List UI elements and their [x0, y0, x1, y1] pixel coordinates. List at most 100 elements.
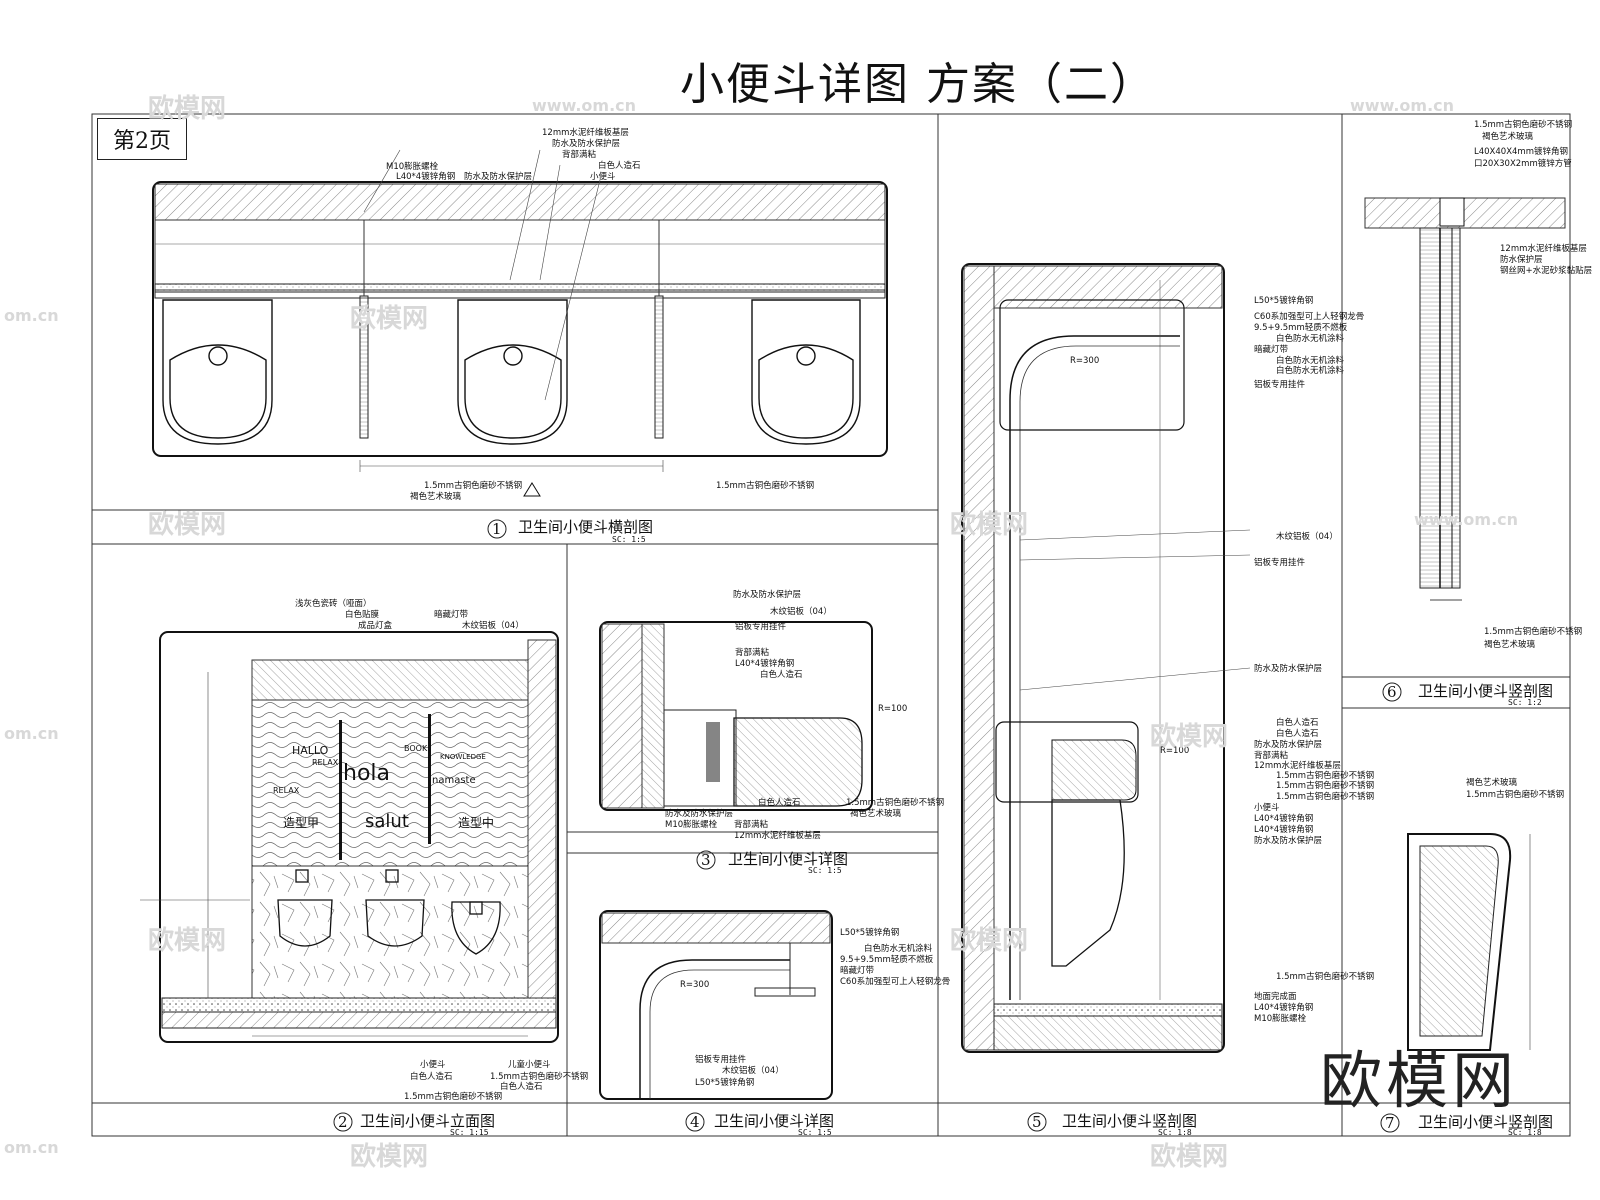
- p6-annotation: 防水保护层: [1500, 255, 1543, 265]
- p6-annotation: 12mm水泥纤维板基层: [1500, 244, 1587, 254]
- page-title: 小便斗详图 方案（二）: [680, 59, 1156, 110]
- p1-annotation: 背部满粘: [562, 150, 597, 160]
- watermark-logo: 欧模网: [148, 926, 227, 956]
- p5-annotation: 地面完成面: [1254, 992, 1297, 1002]
- p4-annotation: 暗藏灯带: [840, 966, 875, 976]
- p5-annotation: 白色人造石: [1276, 718, 1319, 728]
- watermark-logo: 欧模网: [1150, 1142, 1229, 1172]
- panel5-scale: SC: 1:8: [1158, 1128, 1192, 1137]
- p5-annotation: R=300: [1070, 356, 1100, 366]
- panel2-caption: 卫生间小便斗立面图: [360, 1112, 496, 1130]
- panel4-scale: SC: 1:5: [798, 1128, 832, 1137]
- p3-annotation: 1.5mm古铜色磨砂不锈钢: [846, 798, 945, 808]
- panel6-scale: SC: 1:2: [1508, 698, 1542, 707]
- p3-annotation: 木纹铝板（04）: [770, 607, 832, 617]
- panel7-drawing: [1407, 833, 1531, 1051]
- p4-annotation: L50*5镀锌角钢: [695, 1078, 755, 1088]
- p3-annotation: 12mm水泥纤维板基层: [734, 831, 821, 841]
- brand-logo: 欧模网: [1320, 1044, 1519, 1117]
- p6-annotation: 1.5mm古铜色磨砂不锈钢: [1474, 120, 1573, 130]
- panel5-drawing: [961, 263, 1251, 1053]
- p1-annotation: 防水及防水保护层: [552, 139, 621, 149]
- p3-annotation: 背部满粘: [734, 820, 769, 830]
- watermark-logo: 欧模网: [950, 510, 1029, 540]
- p5-annotation: 木纹铝板（04）: [1276, 532, 1338, 542]
- watermark-url: om.cn: [4, 1138, 59, 1157]
- watermark-logo: 欧模网: [350, 304, 429, 334]
- p3-annotation: R=100: [878, 704, 908, 714]
- p2-wall-text: 造型中: [458, 816, 495, 830]
- panel6-caption: 卫生间小便斗竖剖图: [1418, 682, 1554, 700]
- p2-wall-text: hola: [343, 761, 390, 786]
- p6-annotation: 褐色艺术玻璃: [1482, 132, 1534, 142]
- p4-annotation: C60系加强型可上人轻钢龙骨: [840, 977, 951, 987]
- p5-annotation: 9.5+9.5mm轻质不燃板: [1254, 323, 1348, 333]
- panel2-scale: SC: 1:15: [450, 1128, 489, 1137]
- watermark-logo: 欧模网: [350, 1142, 429, 1172]
- p2-wall-text: RELAX: [273, 786, 300, 795]
- p2-wall-text: namaste: [432, 775, 476, 786]
- p1-annotation: 小便斗: [590, 172, 616, 182]
- p3-annotation: 防水及防水保护层: [733, 590, 802, 600]
- panel7-number: 7: [1385, 1114, 1395, 1132]
- p3-annotation: 白色人造石: [758, 798, 801, 808]
- p2-annotation: 1.5mm古铜色磨砂不锈钢: [404, 1092, 503, 1102]
- p5-annotation: 白色防水无机涂料: [1276, 356, 1345, 366]
- p5-annotation: 背部满粘: [1254, 751, 1289, 761]
- panel3-drawing: [599, 621, 873, 811]
- p6-annotation: 褐色艺术玻璃: [1484, 640, 1536, 650]
- p2-annotation: 小便斗: [420, 1060, 446, 1070]
- p6-annotation: L40X40X4mm镀锌角钢: [1474, 147, 1568, 157]
- p1-annotation: 12mm水泥纤维板基层: [542, 128, 629, 138]
- p1-annotation: 1.5mm古铜色磨砂不锈钢: [424, 481, 523, 491]
- p5-annotation: L40*4镀锌角钢: [1254, 1003, 1314, 1013]
- p1-annotation: L40*4镀锌角钢: [396, 172, 456, 182]
- p2-wall-text: HALLO: [292, 744, 329, 757]
- p7-annotation: 1.5mm古铜色磨砂不锈钢: [1466, 790, 1565, 800]
- watermark-logo: 欧模网: [1150, 722, 1229, 752]
- p2-annotation: 成品灯盒: [358, 621, 393, 631]
- panel4-caption: 卫生间小便斗详图: [714, 1112, 835, 1130]
- panel4-number: 4: [690, 1113, 700, 1131]
- p5-annotation: R=100: [1160, 746, 1190, 756]
- panel2-drawing: [140, 631, 559, 1043]
- p2-annotation: 白色人造石: [410, 1072, 453, 1082]
- panel1-scale: SC: 1:5: [612, 535, 646, 544]
- p2-annotation: 1.5mm古铜色磨砂不锈钢: [490, 1072, 589, 1082]
- p2-wall-text: 造型甲: [283, 816, 320, 830]
- p2-annotation: 白色人造石: [500, 1082, 543, 1092]
- p5-annotation: L40*4镀锌角钢: [1254, 814, 1314, 824]
- p3-annotation: 褐色艺术玻璃: [850, 809, 902, 819]
- panel2-number: 2: [338, 1113, 348, 1131]
- panel5-number: 5: [1032, 1113, 1042, 1131]
- panel7-caption: 卫生间小便斗竖剖图: [1418, 1113, 1554, 1131]
- p2-annotation: 儿童小便斗: [508, 1060, 551, 1070]
- p5-annotation: C60系加强型可上人轻钢龙骨: [1254, 312, 1365, 322]
- p5-annotation: 暗藏灯带: [1254, 345, 1289, 355]
- p5-annotation: L50*5镀锌角钢: [1254, 296, 1314, 306]
- watermark-url: om.cn: [4, 724, 59, 743]
- p3-annotation: 防水及防水保护层: [665, 809, 734, 819]
- watermark-logo: 欧模网: [148, 510, 227, 540]
- panel1-drawing: [152, 149, 888, 497]
- p2-annotation: 木纹铝板（04）: [462, 621, 524, 631]
- p3-annotation: M10膨胀螺栓: [665, 820, 718, 830]
- watermark-url: www.om.cn: [1350, 96, 1455, 115]
- p5-annotation: 1.5mm古铜色磨砂不锈钢: [1276, 792, 1375, 802]
- p3-annotation: 白色人造石: [760, 670, 803, 680]
- p6-annotation: 钢丝网+水泥砂浆黏贴层: [1500, 266, 1593, 276]
- p5-annotation: L40*4镀锌角钢: [1254, 825, 1314, 835]
- p6-annotation: 1.5mm古铜色磨砂不锈钢: [1484, 627, 1583, 637]
- panel5-caption: 卫生间小便斗竖剖图: [1062, 1112, 1198, 1130]
- p1-annotation: 1.5mm古铜色磨砂不锈钢: [716, 481, 815, 491]
- watermark-logo: 欧模网: [148, 94, 227, 124]
- p5-annotation: 1.5mm古铜色磨砂不锈钢: [1276, 781, 1375, 791]
- p2-annotation: 浅灰色瓷砖（哑面）: [295, 599, 372, 609]
- p4-annotation: 木纹铝板（04）: [722, 1066, 784, 1076]
- p3-annotation: 铝板专用挂件: [735, 622, 787, 632]
- page-number-label: 第2页: [97, 118, 187, 160]
- p5-annotation: 白色防水无机涂料: [1276, 366, 1345, 376]
- panel4-drawing: [599, 910, 833, 1100]
- p1-annotation: M10膨胀螺栓: [386, 162, 439, 172]
